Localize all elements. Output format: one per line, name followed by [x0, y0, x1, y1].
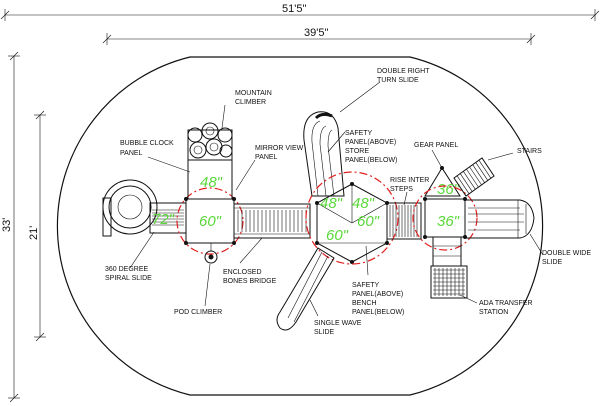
stair-tread — [456, 175, 470, 194]
left-small-deck: 72" — [149, 202, 187, 234]
inner-depth-dimension: 21' — [28, 110, 46, 342]
top-square-deck-size: 48" — [200, 174, 223, 191]
stair-tread — [475, 162, 489, 181]
label-double-wide-slide: DOUBLE WIDE SLIDE — [542, 250, 593, 266]
label-enclosed-bones-bridge: ENCLOSED BONES BRIDGE — [223, 269, 277, 285]
label-safety-bench-panel: SAFETY PANEL(ABOVE) BENCH PANEL(BELOW) — [352, 282, 405, 316]
stair-tread — [469, 166, 482, 186]
left-small-deck-size: 72" — [152, 211, 175, 228]
overall-width-dimension: 51'5" — [0, 3, 600, 21]
single-wave-slide — [276, 247, 335, 331]
inner-depth-label: 21' — [28, 226, 40, 240]
stair-tread — [463, 171, 476, 190]
enclosed-bones-bridge — [233, 203, 311, 239]
label-ada-transfer-station: ADA TRANSFER STATION — [479, 300, 535, 316]
overall-width-label: 51'5" — [282, 3, 306, 15]
right-square-deck-size: 36" — [437, 213, 460, 230]
label-spiral-slide: 360 DEGREE SPIRAL SLIDE — [105, 266, 152, 282]
mountain-climber — [187, 122, 233, 161]
hex-right-size: 48" — [352, 195, 375, 212]
rise-inter-steps — [386, 202, 422, 240]
pod-climber — [204, 243, 218, 264]
hex-left-size: 48" — [320, 195, 343, 212]
label-mirror-view-panel: MIRROR VIEW PANEL — [255, 145, 305, 161]
label-safety-store-panel: SAFETY PANEL(ABOVE) STORE PANEL(BELOW) — [345, 130, 398, 164]
stairs — [453, 157, 495, 197]
label-stairs: STAIRS — [517, 148, 542, 155]
stairs-hatch — [456, 160, 492, 194]
top-square-deck: 48" — [187, 159, 233, 200]
spiral-slide — [102, 179, 158, 237]
inner-width-label: 39'5" — [304, 27, 328, 39]
label-double-right-turn-slide: DOUBLE RIGHT TURN SLIDE — [377, 68, 431, 84]
safety-zone-outline — [56, 56, 544, 396]
double-right-turn-slide — [303, 111, 345, 197]
inner-width-dimension: 39'5" — [102, 27, 536, 45]
hex-bottom-size: 60" — [326, 227, 349, 244]
label-bubble-clock-panel: BUBBLE CLOCK PANEL — [120, 140, 176, 157]
hexagon-deck: 48" 48" 60" 60" — [305, 171, 399, 265]
bridge-slats — [237, 210, 307, 232]
ada-grid — [433, 268, 465, 296]
step-hatch — [389, 205, 418, 237]
overall-depth-dimension: 33' — [1, 51, 20, 403]
stair-tread — [466, 168, 479, 188]
right-triangle-deck-size: 36" — [437, 181, 460, 198]
label-rise-inter-steps: RISE INTER STEPS — [390, 177, 431, 193]
stair-tread — [478, 160, 492, 179]
double-wide-slide — [464, 199, 535, 239]
ada-transfer-station — [430, 236, 468, 299]
stair-tread — [472, 164, 485, 183]
leader-lines — [129, 81, 544, 317]
label-gear-panel: GEAR PANEL — [414, 142, 458, 149]
stair-tread — [459, 173, 473, 192]
label-single-wave-slide: SINGLE WAVE SLIDE — [314, 320, 363, 336]
overall-depth-label: 33' — [1, 218, 13, 232]
left-square-deck: 60" — [176, 187, 244, 255]
label-pod-climber: POD CLIMBER — [174, 309, 222, 316]
hex-inner-size: 60" — [357, 213, 380, 230]
label-mountain-climber: MOUNTAIN CLIMBER — [235, 90, 274, 106]
left-square-deck-size: 60" — [199, 213, 222, 230]
